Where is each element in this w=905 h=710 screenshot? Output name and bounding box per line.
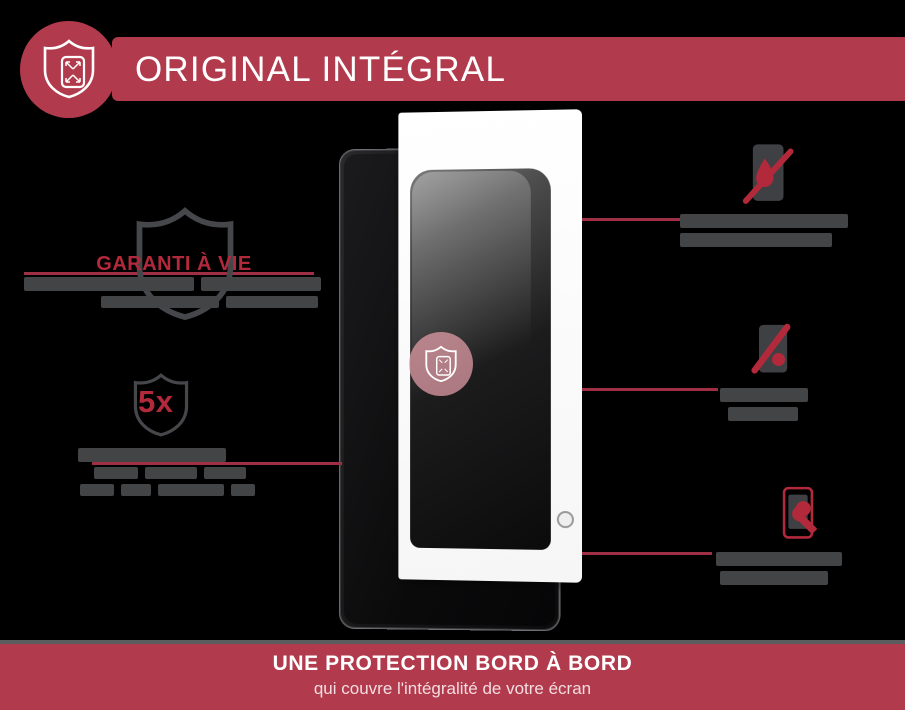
redacted-text-block — [728, 407, 798, 421]
page-title: ORIGINAL INTÉGRAL — [135, 50, 507, 89]
connector-line-traces — [582, 218, 710, 221]
redacted-text-block — [720, 571, 828, 585]
header-bar — [112, 37, 905, 101]
redacted-text-block — [201, 277, 321, 291]
footer-subtitle: qui couvre l'intégralité de votre écran — [313, 679, 592, 698]
connector-line-5x — [92, 462, 342, 465]
phone-no-bubbles-icon — [746, 322, 798, 389]
redacted-text-block — [231, 484, 255, 496]
callout-garanti-headline: GARANTI À VIE — [96, 253, 252, 275]
redacted-text-block — [78, 448, 226, 462]
phone-wrench-icon — [772, 486, 824, 551]
footer-banner — [0, 644, 905, 710]
shield-outline-icon — [130, 205, 240, 328]
footer-title: UNE PROTECTION BORD À BORD — [272, 652, 633, 675]
redacted-text-block — [145, 467, 197, 479]
redacted-text-block — [158, 484, 224, 496]
connector-line-pose — [582, 552, 712, 555]
redacted-text-block — [716, 552, 842, 566]
camera-hole-cutout — [556, 510, 574, 529]
redacted-text-block — [225, 296, 318, 308]
connector-line-garanti — [24, 272, 314, 275]
header-badge-circle — [20, 21, 117, 118]
redacted-text-block — [720, 388, 808, 402]
redacted-text-block — [680, 214, 848, 228]
footer-separator — [0, 640, 905, 644]
redacted-text-block — [24, 277, 194, 291]
redacted-text-block — [94, 467, 138, 479]
redacted-text-block — [204, 467, 246, 479]
redacted-text-block — [80, 484, 114, 496]
shield-5x-icon — [130, 372, 192, 443]
redacted-text-block — [680, 233, 832, 247]
redacted-text-block — [121, 484, 151, 496]
callout-5x-headline: 5x — [138, 384, 174, 419]
connector-line-bulles — [582, 388, 718, 391]
redacted-text-block — [100, 296, 219, 308]
shield-phone-watermark — [409, 332, 473, 396]
phone-no-smudge-icon — [738, 142, 796, 213]
